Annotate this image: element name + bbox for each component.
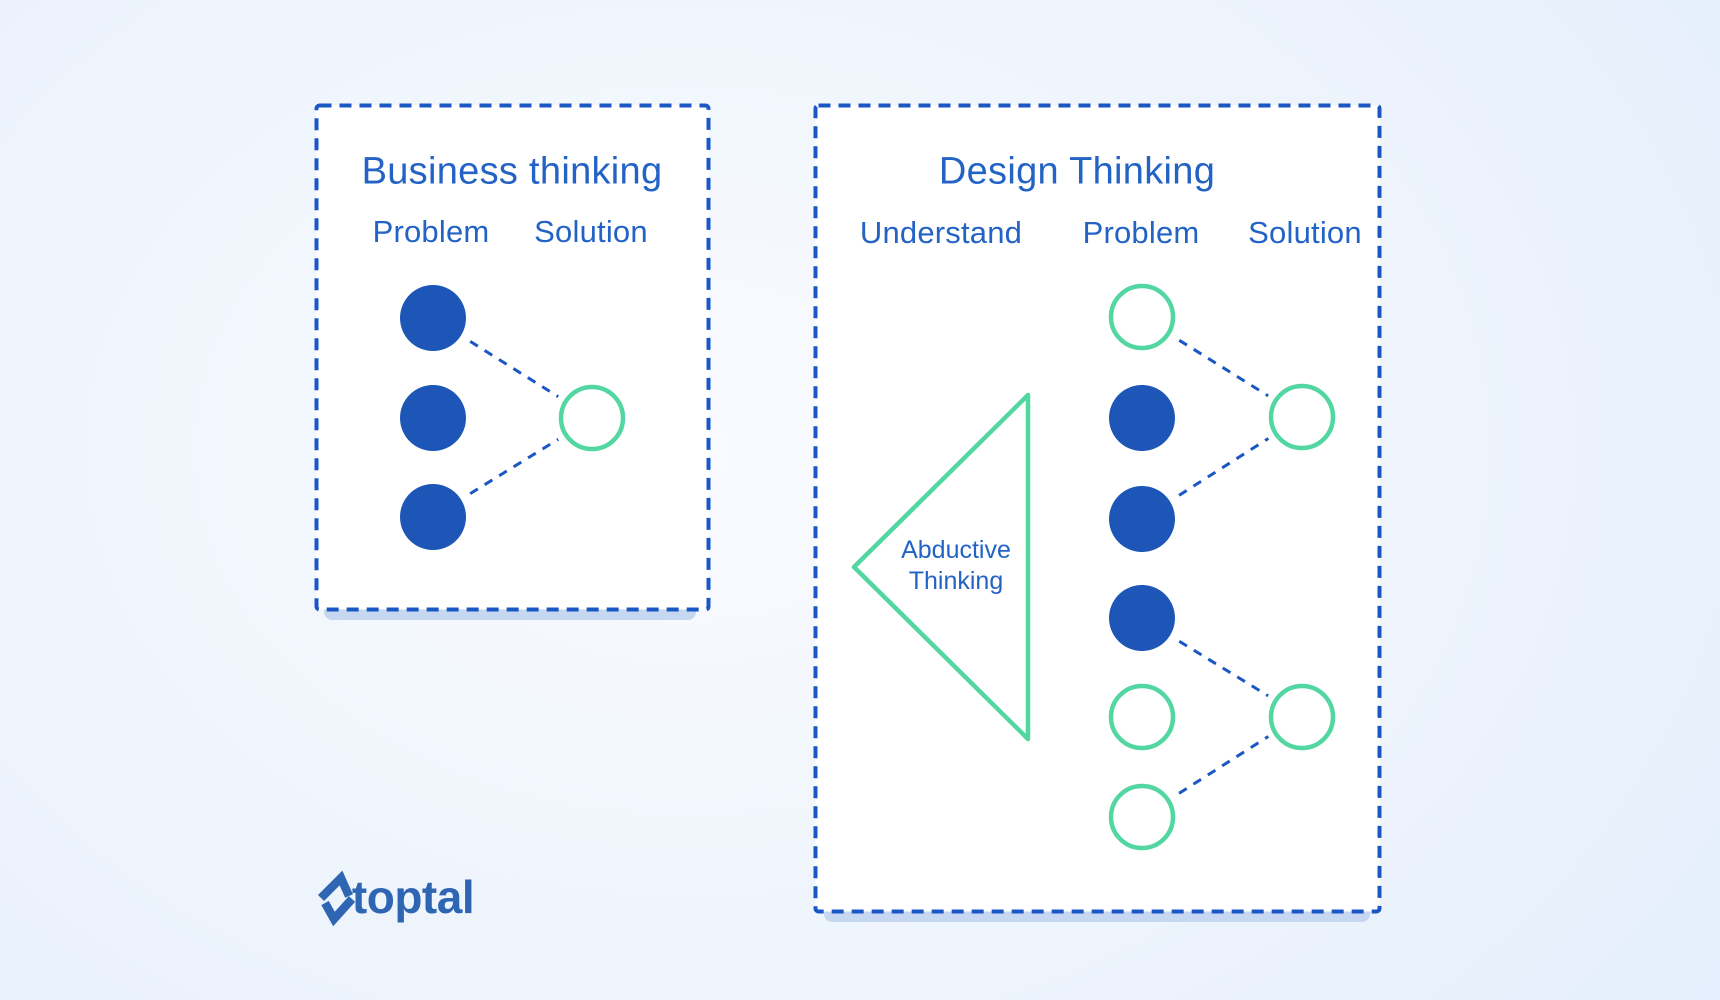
- problem-dot-filled: [1109, 585, 1175, 651]
- design-column-problem: Problem: [1082, 215, 1200, 250]
- problem-dot-filled: [400, 484, 466, 550]
- abductive-thinking-label: Abductive Thinking: [871, 535, 1041, 597]
- design-column-understand: Understand: [859, 215, 1023, 250]
- connector-line: [1178, 437, 1270, 497]
- connector-line: [1178, 640, 1269, 698]
- panel-background: [314, 103, 711, 612]
- toptal-logo-text: toptal: [351, 871, 475, 923]
- solution-dot-outline: [1268, 383, 1336, 451]
- abductive-thinking-triangle: [851, 392, 1031, 742]
- logo-mark-top-chevron: [317, 870, 353, 902]
- panel-background: [813, 103, 1382, 914]
- abductive-label-line1: Abductive: [901, 536, 1011, 564]
- toptal-logo-mark-icon: [317, 870, 356, 927]
- solution-dot-outline: [1268, 683, 1336, 751]
- business-column-problem: Problem: [372, 214, 490, 249]
- problem-dot-filled: [1109, 486, 1175, 552]
- connector-line: [1178, 339, 1269, 398]
- problem-dot-filled: [400, 285, 466, 351]
- business-thinking-title: Business thinking: [361, 150, 663, 193]
- connector-line: [469, 340, 559, 398]
- solution-dot-outline: [558, 384, 626, 452]
- problem-dot-filled: [1109, 385, 1175, 451]
- design-thinking-title: Design Thinking: [938, 150, 1216, 193]
- design-column-solution: Solution: [1248, 215, 1362, 250]
- abductive-label-line2: Thinking: [908, 567, 1004, 595]
- business-thinking-panel: [314, 103, 711, 620]
- problem-dot-outline: [1108, 283, 1176, 351]
- problem-dot-outline: [1108, 683, 1176, 751]
- connector-line: [469, 438, 559, 495]
- business-column-solution: Solution: [534, 214, 648, 249]
- connector-line: [1178, 735, 1270, 795]
- problem-dot-outline: [1108, 783, 1176, 851]
- problem-dot-filled: [400, 385, 466, 451]
- logo-mark-bottom-chevron: [321, 896, 356, 927]
- design-thinking-panel: [813, 103, 1382, 922]
